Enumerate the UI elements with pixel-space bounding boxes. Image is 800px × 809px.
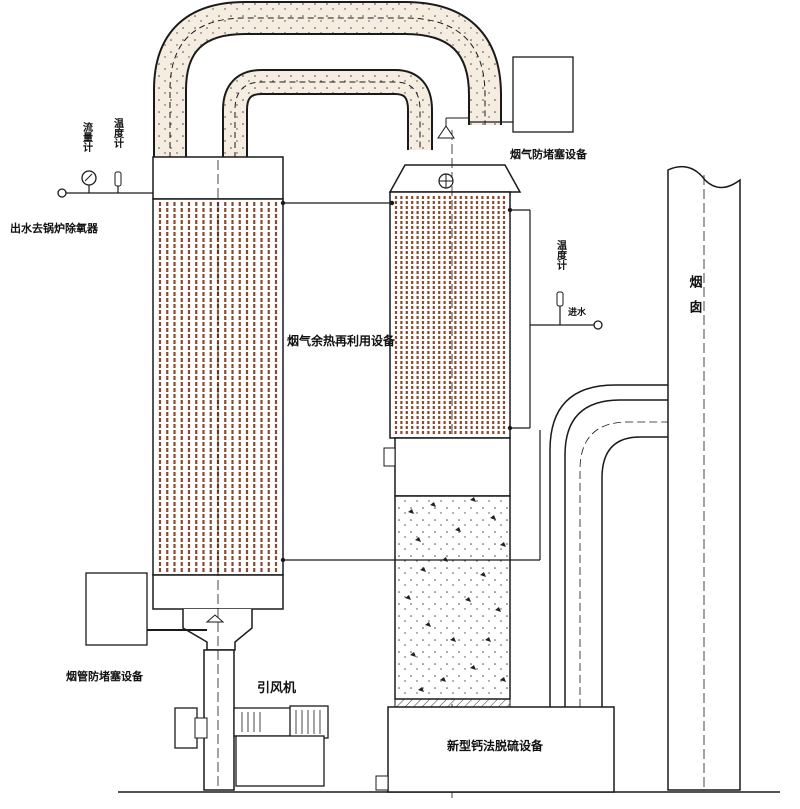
temperature-meter-right-label: 温度计 xyxy=(555,239,567,271)
tube-bundle-left xyxy=(158,202,278,572)
packing-particle xyxy=(418,687,424,692)
flue-gas-anti-clog-device xyxy=(437,56,574,139)
heat-exchanger-left xyxy=(152,156,284,791)
waste-heat-recovery-label: 烟气余热再利用设备 xyxy=(287,333,396,348)
packing-particle xyxy=(405,595,411,600)
temperature-meter-left-label: 温度计 xyxy=(112,117,124,149)
flue-pipe-anti-clog-label: 烟管防堵塞设备 xyxy=(66,669,144,683)
flue-pipe-anti-clog-device xyxy=(85,572,225,646)
thermometer-icon-left xyxy=(114,171,122,187)
chimney-label: 烟囱 xyxy=(687,275,703,325)
desulfurization-label: 新型钙法脱硫设备 xyxy=(447,738,544,753)
packing-particle xyxy=(470,497,476,502)
packing-particle xyxy=(430,502,436,507)
water-piping xyxy=(62,185,595,561)
packing-particle xyxy=(420,567,426,572)
top-duct xyxy=(153,1,502,158)
packing-particle xyxy=(425,622,431,627)
packing-particle xyxy=(450,637,456,642)
packing-particle xyxy=(408,509,414,514)
flow-meter-label: 流量计 xyxy=(81,121,93,153)
inlet-water-label: 进水 xyxy=(568,306,587,318)
packing-particle xyxy=(500,542,506,547)
thermometer-icon-right xyxy=(556,291,564,307)
outlet-water-label: 出水去锅炉除氧器 xyxy=(10,221,99,235)
heat-exchanger-right xyxy=(388,130,522,800)
outlet-node xyxy=(57,188,67,198)
packing-particle xyxy=(465,597,471,602)
packing-particle xyxy=(410,652,416,657)
instrument-symbols xyxy=(57,170,603,563)
flue-gas-anti-clog-label: 烟气防堵塞设备 xyxy=(510,147,588,161)
packing-particle xyxy=(440,677,446,682)
inlet-node xyxy=(593,320,603,330)
induced-draft-fan-label: 引风机 xyxy=(257,680,296,696)
chimney-duct xyxy=(549,384,668,707)
packing-particle xyxy=(480,572,486,577)
packing-particle xyxy=(490,515,496,520)
packing-particle xyxy=(485,637,491,642)
induced-draft-fan xyxy=(174,705,329,787)
packing-particle xyxy=(500,677,506,682)
chimney xyxy=(667,165,741,791)
packing-particle xyxy=(495,607,501,612)
packing-particle xyxy=(470,665,476,670)
packing-particles xyxy=(405,497,506,692)
desulfurization-tower xyxy=(375,437,615,793)
flow-gauge-icon xyxy=(81,170,97,186)
packing-particle xyxy=(415,537,421,542)
packing-particle xyxy=(455,527,461,532)
